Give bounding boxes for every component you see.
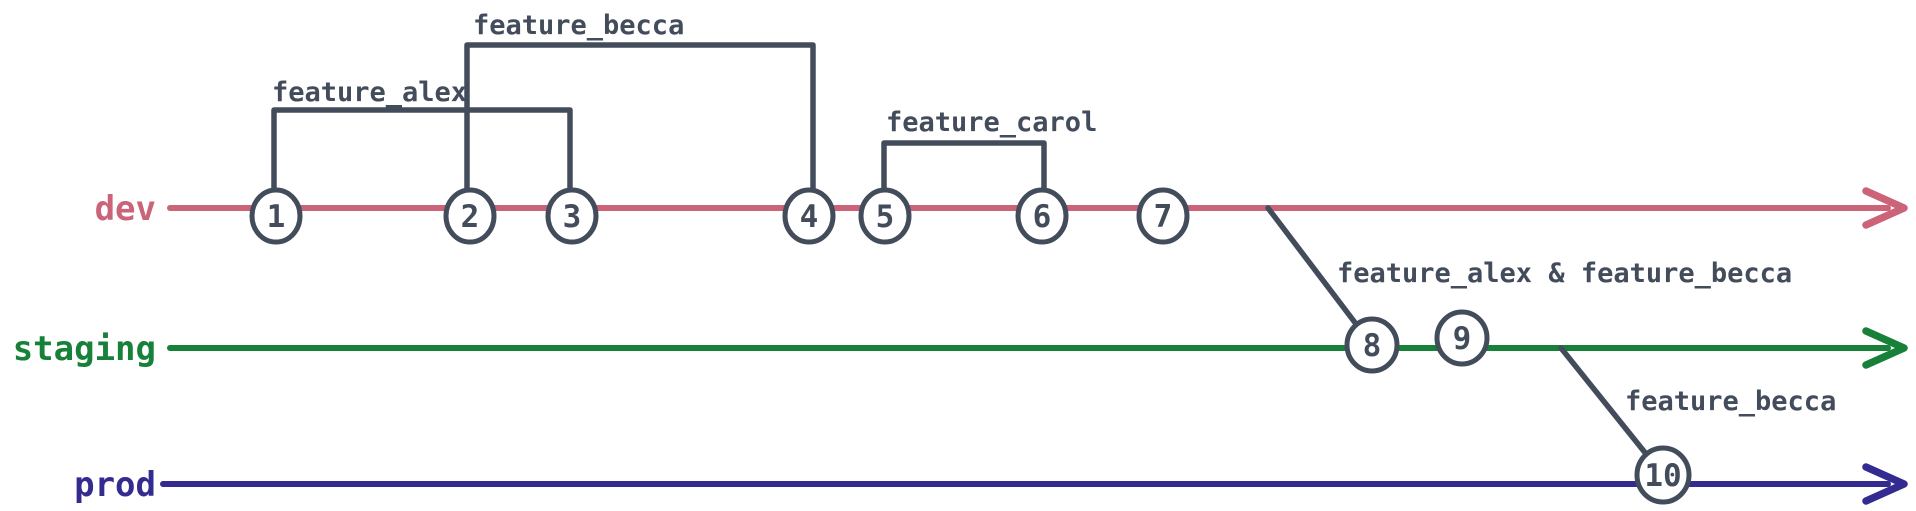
feature-becca-bracket bbox=[464, 42, 816, 195]
feature-alex-label: feature_alex bbox=[272, 77, 467, 108]
feature-alex-bracket bbox=[271, 107, 573, 195]
prod-arrowhead-icon bbox=[1862, 463, 1908, 505]
commit-9-label: 9 bbox=[1453, 321, 1472, 357]
commit-4-circle bbox=[782, 187, 836, 245]
dev-branch-label: dev bbox=[95, 189, 156, 229]
commit-7: 7 bbox=[1136, 187, 1190, 245]
feature-branch-labels: feature_alex feature_becca feature_carol bbox=[272, 10, 1097, 138]
staging-branch-label: staging bbox=[13, 329, 156, 369]
commit-4: 4 bbox=[782, 187, 836, 245]
branch-labels: dev staging prod bbox=[13, 189, 156, 505]
commit-8-label: 8 bbox=[1363, 328, 1382, 364]
feature-carol-bracket bbox=[881, 140, 1047, 195]
commit-10: 10 bbox=[1634, 445, 1692, 505]
commit-2-circle bbox=[443, 187, 497, 245]
merge-dev-to-staging-label: feature_alex & feature_becca bbox=[1337, 258, 1792, 289]
commit-3-circle bbox=[545, 187, 599, 245]
commit-1: 1 bbox=[249, 187, 303, 245]
commit-1-label: 1 bbox=[267, 199, 286, 235]
commit-2: 2 bbox=[443, 187, 497, 245]
commit-6-circle bbox=[1015, 187, 1069, 245]
commit-7-circle bbox=[1136, 187, 1190, 245]
staging-arrowhead-icon bbox=[1862, 327, 1908, 369]
commit-10-circle bbox=[1634, 445, 1692, 505]
feature-branch-brackets bbox=[271, 42, 1047, 195]
commit-8: 8 bbox=[1344, 316, 1400, 374]
commit-9-circle bbox=[1434, 309, 1490, 367]
merge-staging-to-prod-label: feature_becca bbox=[1625, 386, 1836, 417]
merge-dev-to-staging-line bbox=[1265, 205, 1375, 348]
commit-10-label: 10 bbox=[1644, 458, 1681, 494]
feature-carol-label: feature_carol bbox=[886, 107, 1097, 138]
commit-3-label: 3 bbox=[563, 199, 582, 235]
merge-labels: feature_alex & feature_becca feature_bec… bbox=[1337, 258, 1836, 417]
commit-5: 5 bbox=[858, 187, 912, 245]
feature-becca-label: feature_becca bbox=[473, 10, 684, 41]
commit-3: 3 bbox=[545, 187, 599, 245]
commit-9: 9 bbox=[1434, 309, 1490, 367]
commit-1-circle bbox=[249, 187, 303, 245]
commit-8-circle bbox=[1344, 316, 1400, 374]
commit-2-label: 2 bbox=[461, 199, 480, 235]
commit-7-label: 7 bbox=[1154, 199, 1173, 235]
prod-branch-label: prod bbox=[74, 465, 156, 505]
commit-5-label: 5 bbox=[876, 199, 895, 235]
commit-6: 6 bbox=[1015, 187, 1069, 245]
commit-6-label: 6 bbox=[1033, 199, 1052, 235]
commit-5-circle bbox=[858, 187, 912, 245]
dev-arrowhead-icon bbox=[1862, 187, 1908, 229]
commit-4-label: 4 bbox=[800, 199, 819, 235]
